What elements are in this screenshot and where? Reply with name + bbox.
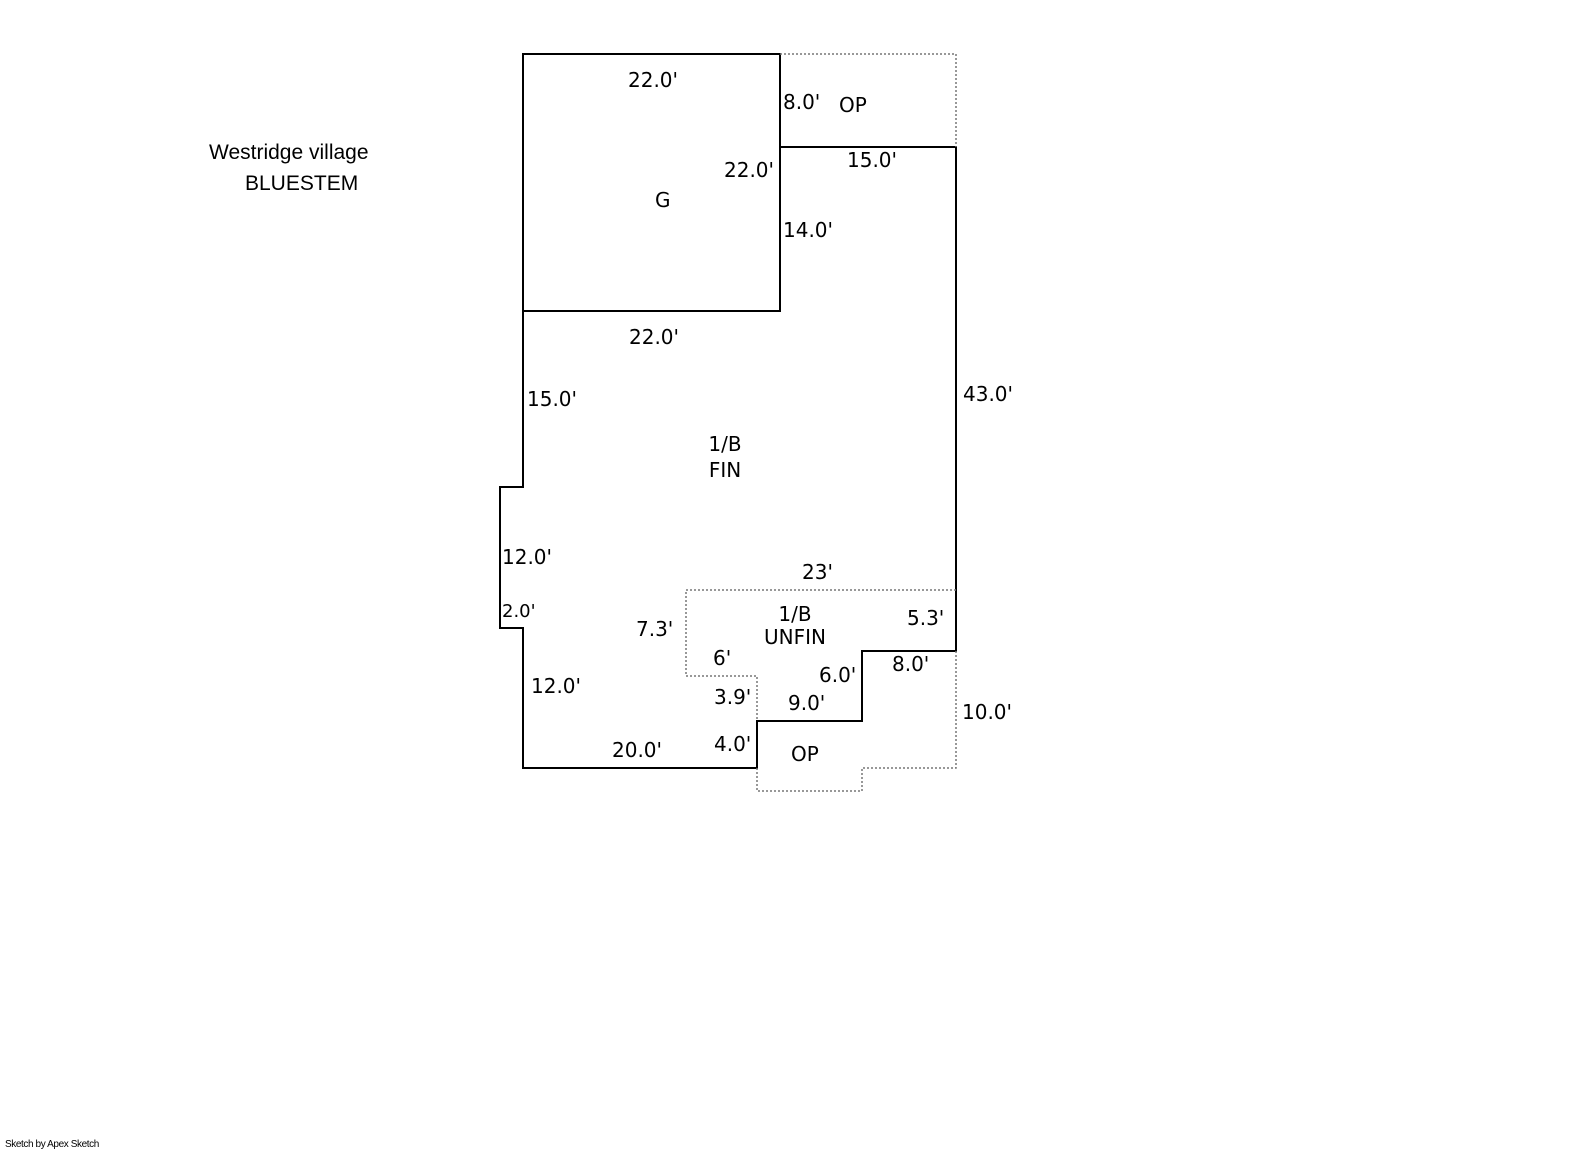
dim-unfin-right: 5.3'	[907, 606, 945, 630]
dim-left-jog: 12.0'	[502, 545, 553, 569]
dim-unfin-notch: 6'	[713, 646, 732, 670]
unfinished-area-outline	[685, 589, 956, 721]
dim-top-porch-bottom: 15.0'	[847, 148, 898, 172]
dim-garage-right: 22.0'	[724, 158, 775, 182]
dim-right-wall: 43.0'	[963, 382, 1014, 406]
dim-left-jog-bottom: 2.0'	[502, 601, 536, 622]
dim-porch-right: 10.0'	[962, 700, 1013, 724]
model-label: BLUESTEM	[245, 172, 359, 195]
garage-label: G	[655, 188, 671, 212]
dim-garage-top: 22.0'	[628, 68, 679, 92]
dim-unfin-notch-down: 3.9'	[714, 685, 752, 709]
dim-top-porch-left: 8.0'	[783, 90, 821, 114]
bottom-porch-outline	[756, 651, 957, 792]
dim-step-c: 8.0'	[892, 652, 930, 676]
garage-outline	[522, 53, 781, 312]
dim-left-lower: 12.0'	[531, 674, 582, 698]
bottom-porch-label: OP	[791, 742, 819, 766]
dim-step-b: 6.0'	[819, 663, 857, 687]
dim-unfin-top: 23'	[802, 560, 833, 584]
unfinished-label-1: 1/B	[778, 602, 812, 626]
finished-label-1: 1/B	[708, 432, 742, 456]
dim-bottom: 20.0'	[612, 738, 663, 762]
dim-right-step: 14.0'	[783, 218, 834, 242]
dim-left-upper: 15.0'	[527, 387, 578, 411]
dim-garage-bottom: 22.0'	[629, 325, 680, 349]
finished-label-2: FIN	[708, 458, 742, 482]
subdivision-label: Westridge village	[209, 141, 369, 164]
dim-unfin-left: 7.3'	[636, 617, 674, 641]
top-porch-label: OP	[839, 93, 867, 117]
dim-step-bottom: 4.0'	[714, 732, 752, 756]
footer-credit: Sketch by Apex Sketch	[5, 1139, 99, 1150]
dim-step-a: 9.0'	[788, 691, 826, 715]
unfinished-label-2: UNFIN	[764, 625, 826, 649]
top-porch-outline	[780, 53, 957, 147]
